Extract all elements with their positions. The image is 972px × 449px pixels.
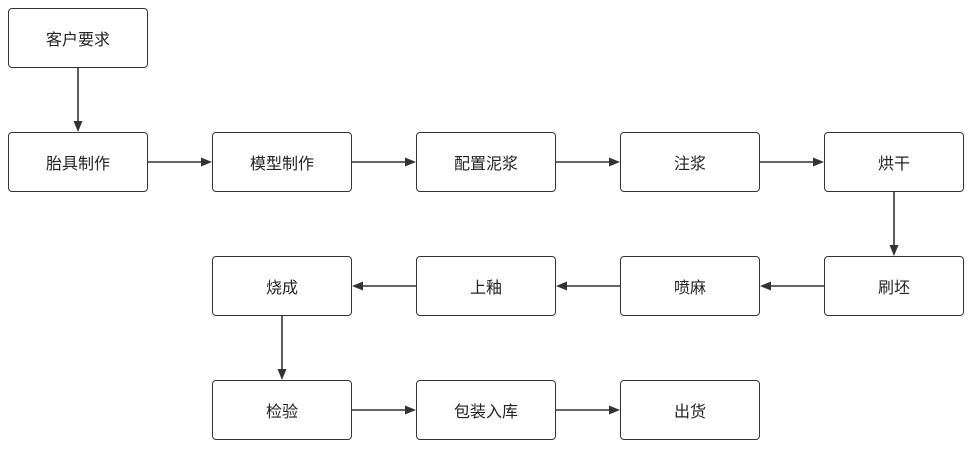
arrow-head — [760, 281, 771, 291]
arrow-inspection-to-packing-storage — [352, 405, 416, 415]
arrow-head — [201, 157, 212, 167]
arrow-firing-to-inspection — [277, 316, 287, 380]
node-packing-storage: 包装入库 — [416, 380, 556, 440]
node-customer-request: 客户要求 — [8, 8, 148, 68]
arrow-slip-preparation-to-slip-casting — [556, 157, 620, 167]
arrow-green-brushing-to-sandblasting — [760, 281, 824, 291]
arrow-mold-making-to-slip-preparation — [352, 157, 416, 167]
node-inspection: 检验 — [212, 380, 352, 440]
node-drying: 烘干 — [824, 132, 964, 192]
node-glazing: 上釉 — [416, 256, 556, 316]
arrow-head — [277, 369, 287, 380]
node-slip-casting: 注浆 — [620, 132, 760, 192]
node-tooling-making: 胎具制作 — [8, 132, 148, 192]
arrow-head — [73, 121, 83, 132]
arrow-head — [556, 281, 567, 291]
arrow-tooling-making-to-mold-making — [148, 157, 212, 167]
node-shipping: 出货 — [620, 380, 760, 440]
arrow-head — [813, 157, 824, 167]
arrow-head — [609, 405, 620, 415]
arrow-head — [405, 405, 416, 415]
arrow-head — [609, 157, 620, 167]
arrow-head — [352, 281, 363, 291]
arrow-packing-storage-to-shipping — [556, 405, 620, 415]
arrow-glazing-to-firing — [352, 281, 416, 291]
node-green-brushing: 刷坯 — [824, 256, 964, 316]
arrow-head — [889, 245, 899, 256]
node-firing: 烧成 — [212, 256, 352, 316]
node-mold-making: 模型制作 — [212, 132, 352, 192]
arrow-customer-request-to-tooling-making — [73, 68, 83, 132]
arrow-head — [405, 157, 416, 167]
node-slip-preparation: 配置泥浆 — [416, 132, 556, 192]
arrow-slip-casting-to-drying — [760, 157, 824, 167]
arrow-drying-to-green-brushing — [889, 192, 899, 256]
arrow-sandblasting-to-glazing — [556, 281, 620, 291]
node-sandblasting: 喷麻 — [620, 256, 760, 316]
